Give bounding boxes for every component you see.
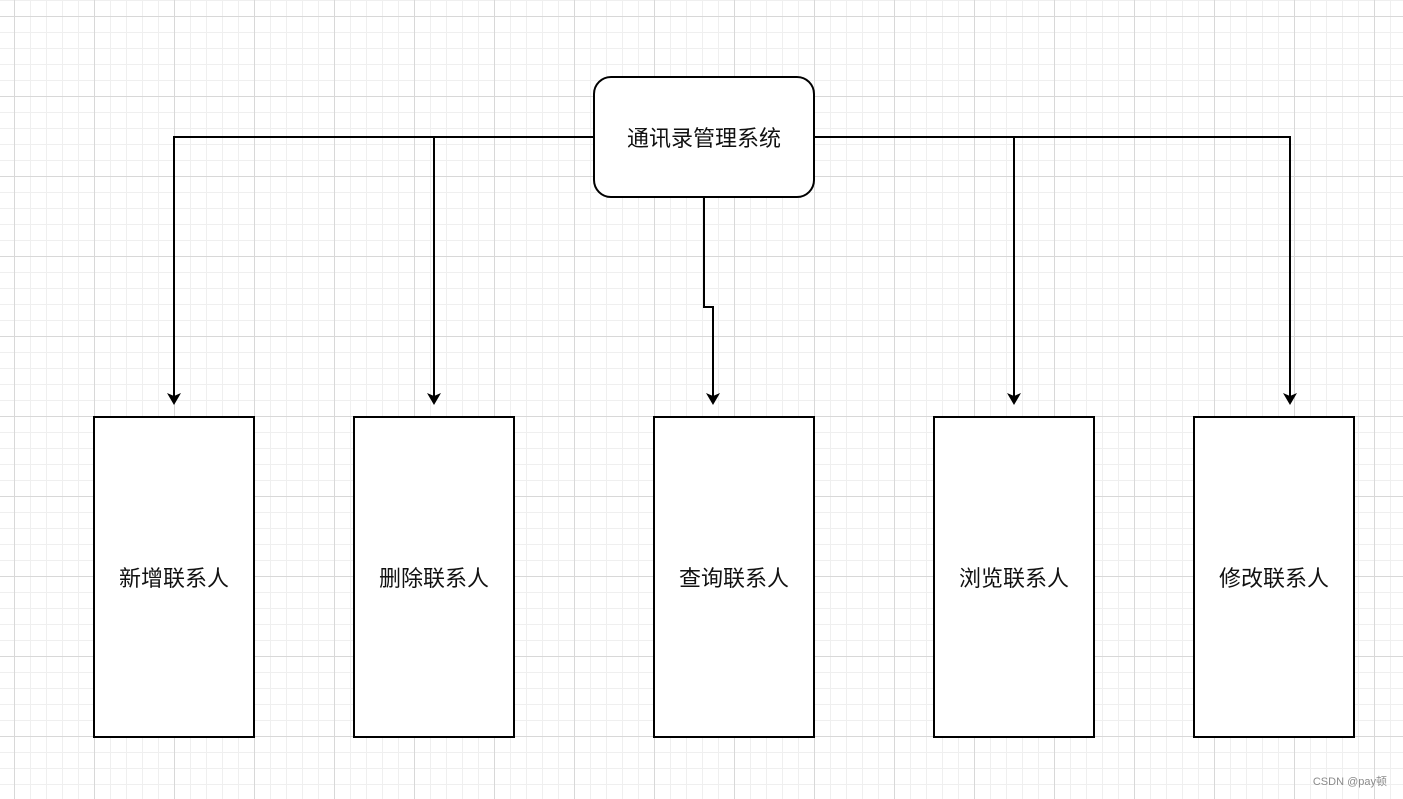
connector-to-delete-contact bbox=[427, 136, 593, 405]
child-node-modify-contact[interactable]: 修改联系人 bbox=[1193, 416, 1355, 738]
child-node-label: 查询联系人 bbox=[678, 567, 789, 592]
child-node-label: 修改联系人 bbox=[1218, 567, 1329, 592]
child-node-add-contact[interactable]: 新增联系人 bbox=[93, 416, 255, 738]
root-node-label: 通讯录管理系统 bbox=[626, 127, 781, 152]
child-node-label: 浏览联系人 bbox=[958, 567, 1069, 592]
csdn-watermark: CSDN @pay顿 bbox=[1312, 776, 1387, 788]
child-node-label: 新增联系人 bbox=[118, 567, 229, 592]
connector-to-add-contact bbox=[167, 136, 593, 405]
connector-to-modify-contact bbox=[815, 136, 1297, 405]
child-node-delete-contact[interactable]: 删除联系人 bbox=[353, 416, 515, 738]
connector-to-search-contact bbox=[703, 198, 720, 405]
child-node-browse-contact[interactable]: 浏览联系人 bbox=[933, 416, 1095, 738]
child-node-search-contact[interactable]: 查询联系人 bbox=[653, 416, 815, 738]
root-node-contact-management-system[interactable]: 通讯录管理系统 bbox=[593, 76, 815, 198]
child-node-label: 删除联系人 bbox=[378, 567, 489, 592]
connector-to-browse-contact bbox=[815, 136, 1021, 405]
